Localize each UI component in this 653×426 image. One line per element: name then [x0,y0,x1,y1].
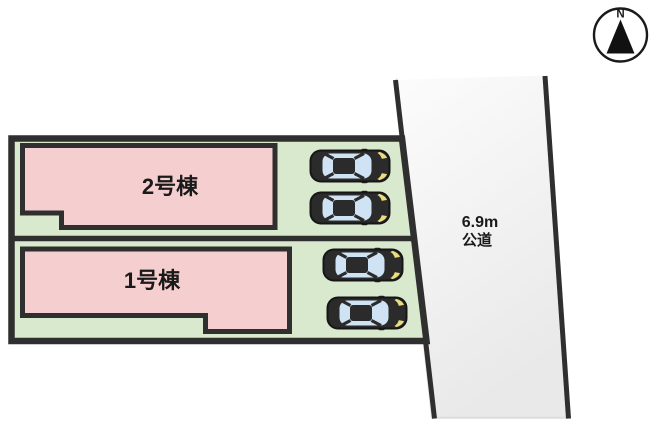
road-surface [393,75,571,419]
building-2-label: 2号棟 [142,174,199,199]
north-compass: N [592,7,649,63]
car-icon [326,295,408,331]
compass-n-label: N [616,9,624,21]
car-icon [309,190,391,226]
car-icon [309,148,391,184]
road-type-label: 公道 [462,231,492,249]
north-arrow-icon [606,19,635,54]
building-1-label: 1号棟 [124,268,181,293]
lot-2: 2号棟 [20,143,278,230]
lot-1: 1号棟 [20,246,292,334]
car-icon [322,247,404,283]
building-1-footprint [20,246,292,334]
road-right-border [542,75,571,419]
road-labels: 6.9m 公道 [462,214,498,249]
building-2-footprint [20,143,278,230]
road-width-label: 6.9m [462,214,498,231]
